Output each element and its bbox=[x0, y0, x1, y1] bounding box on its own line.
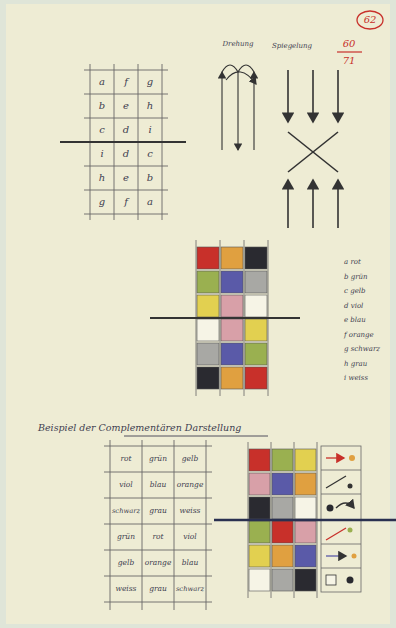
grid-letter: a bbox=[147, 197, 153, 207]
legend-entry: c gelb bbox=[344, 288, 366, 295]
colour-name-cell: blau bbox=[182, 559, 199, 567]
legend-entry: g schwarz bbox=[344, 346, 380, 353]
colour-name-cell: orange bbox=[145, 559, 172, 567]
colour-name-cell: schwarz bbox=[112, 508, 140, 515]
grid-letter: c bbox=[99, 125, 105, 135]
grid-letter: b bbox=[99, 101, 105, 111]
page-number: 62 bbox=[364, 15, 377, 25]
grid-letter: d bbox=[123, 125, 129, 135]
grid-letter: f bbox=[124, 197, 128, 207]
section-heading: Beispiel der Complementären Darstellung bbox=[38, 423, 241, 433]
colour-name-cell: viol bbox=[183, 533, 197, 541]
grid-letter: h bbox=[147, 101, 153, 111]
grid-letter: g bbox=[147, 77, 153, 87]
grid-letter: a bbox=[99, 77, 105, 87]
colour-name-cell: rot bbox=[120, 455, 131, 463]
colour-name-cell: grün bbox=[117, 533, 135, 541]
grid-letter: f bbox=[124, 77, 128, 87]
grid-letter: g bbox=[99, 197, 105, 207]
reference-number: 71 bbox=[343, 56, 356, 66]
legend-entry: a rot bbox=[344, 259, 361, 266]
legend-entry: i weiss bbox=[344, 375, 368, 382]
grid-letter: h bbox=[99, 173, 105, 183]
legend-entry: d viol bbox=[344, 302, 363, 309]
grid-letter: i bbox=[100, 149, 103, 159]
legend-entry: f orange bbox=[344, 331, 374, 338]
grid-letter: b bbox=[147, 173, 153, 183]
colour-name-cell: grau bbox=[149, 507, 167, 515]
colour-name-cell: rot bbox=[152, 533, 163, 541]
grid-letter: d bbox=[123, 149, 129, 159]
colour-name-cell: gelb bbox=[118, 559, 134, 567]
colour-name-cell: orange bbox=[177, 481, 204, 489]
colour-name-cell: schwarz bbox=[176, 586, 204, 593]
reference-number: 60 bbox=[343, 39, 356, 49]
operation-label: Spiegelung bbox=[272, 43, 312, 50]
grid-letter: e bbox=[123, 101, 129, 111]
grid-letter: e bbox=[123, 173, 129, 183]
grid-letter: c bbox=[147, 149, 153, 159]
legend-entry: h grau bbox=[344, 360, 367, 367]
colour-name-cell: gelb bbox=[182, 455, 198, 463]
colour-name-cell: grün bbox=[149, 455, 167, 463]
colour-name-cell: viol bbox=[119, 481, 133, 489]
legend-entry: e blau bbox=[344, 317, 366, 324]
colour-name-cell: blau bbox=[150, 481, 167, 489]
operation-label: Drehung bbox=[222, 41, 253, 48]
colour-name-cell: weiss bbox=[180, 507, 201, 515]
colour-name-cell: weiss bbox=[116, 585, 137, 593]
grid-letter: i bbox=[148, 125, 151, 135]
legend-entry: b grün bbox=[344, 273, 368, 280]
colour-name-cell: grau bbox=[149, 585, 167, 593]
